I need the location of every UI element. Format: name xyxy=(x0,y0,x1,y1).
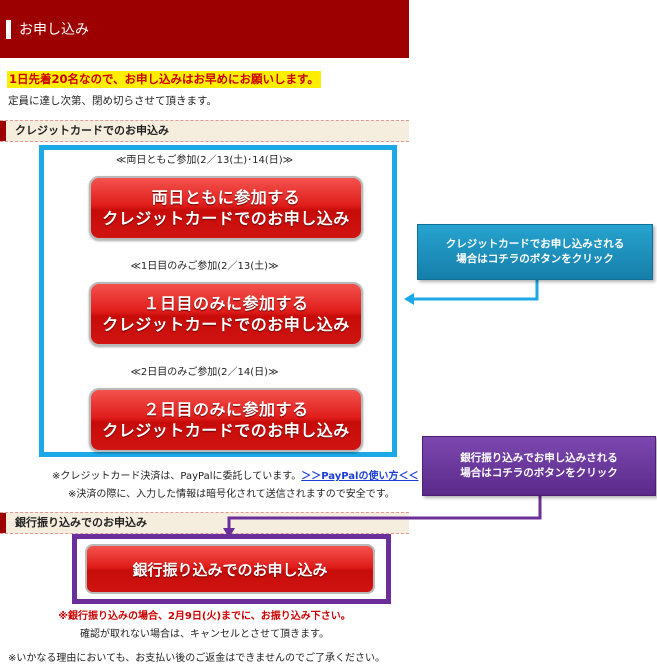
bank-confirm-note: 確認が取れない場合は、キャンセルとさせて頂きます。 xyxy=(80,629,329,640)
paypal-howto-link[interactable]: ＞＞PayPalの使い方＜＜ xyxy=(301,471,419,482)
deadline-note: 定員に達し次第、閉め切らさせて頂きます。 xyxy=(8,95,217,107)
bank-button-label: 銀行振り込みでのお申し込み xyxy=(132,560,328,579)
button-line2: クレジットカードでのお申し込み xyxy=(102,421,350,440)
secure-note: ※決済の際に、入力した情報は暗号化されて送信されますので安全です。 xyxy=(68,489,395,500)
option-caption-day2: ≪2日目のみご参加(2／14(日)≫ xyxy=(130,367,279,378)
button-line2: クレジットカードでのお申し込み xyxy=(102,315,350,334)
callout-line2: 場合はコチラのボタンをクリック xyxy=(460,467,618,479)
both-days-credit-button[interactable]: 両日ともに参加する クレジットカードでのお申し込み xyxy=(89,176,363,240)
bank-section-title: 銀行振り込みでのお申込み xyxy=(15,516,147,529)
bank-deadline-warning: ※銀行振り込みの場合、2月9日(火)までに、お振り込み下さい。 xyxy=(58,611,351,622)
credit-section-heading: クレジットカードでのお申込み xyxy=(0,120,409,142)
refund-policy-note: ※いかなる理由においても、お支払い後のご返金はできませんのでご了承ください。 xyxy=(8,653,385,664)
button-line1: １日目のみに参加する xyxy=(143,294,309,313)
header-marker xyxy=(6,20,11,39)
button-line2: クレジットカードでのお申し込み xyxy=(102,209,350,228)
callout-line1: クレジットカードでお申し込みされる xyxy=(445,238,625,250)
option-caption-both-days: ≪両日ともご参加(2／13(土)･14(日)≫ xyxy=(115,155,294,166)
credit-callout: クレジットカードでお申し込みされる 場合はコチラのボタンをクリック xyxy=(417,224,653,280)
bank-highlight-frame xyxy=(72,534,391,604)
day2-credit-button[interactable]: ２日目のみに参加する クレジットカードでのお申し込み xyxy=(89,388,363,452)
button-line1: 両日ともに参加する xyxy=(151,188,301,207)
page-header: お申し込み xyxy=(0,0,409,58)
option-caption-day1: ≪1日目のみご参加(2／13(土)≫ xyxy=(130,261,279,272)
section-marker xyxy=(0,121,6,141)
button-line1: ２日目のみに参加する xyxy=(143,400,309,419)
credit-highlight-frame xyxy=(39,145,397,457)
paypal-note-text: ※クレジットカード決済は、PayPalに委託しています。 xyxy=(52,471,302,482)
callout-line2: 場合はコチラのボタンをクリック xyxy=(456,253,614,265)
page-title: お申し込み xyxy=(19,22,89,38)
paypal-note: ※クレジットカード決済は、PayPalに委託しています。＞＞PayPalの使い方… xyxy=(52,470,418,483)
day1-credit-button[interactable]: １日目のみに参加する クレジットカードでのお申し込み xyxy=(89,282,363,346)
bank-transfer-button[interactable]: 銀行振り込みでのお申し込み xyxy=(85,544,375,594)
bank-callout-arrow xyxy=(223,496,542,538)
credit-callout-arrow xyxy=(404,280,539,305)
capacity-notice: 1日先着20名なので、お申し込みはお早めにお願いします。 xyxy=(7,71,321,88)
bank-section-heading: 銀行振り込みでのお申込み xyxy=(0,512,409,534)
callout-line1: 銀行振り込みでお申し込みされる xyxy=(460,452,618,464)
bank-callout: 銀行振り込みでお申し込みされる 場合はコチラのボタンをクリック xyxy=(422,436,656,496)
section-marker xyxy=(0,513,6,533)
credit-section-title: クレジットカードでのお申込み xyxy=(15,124,169,137)
